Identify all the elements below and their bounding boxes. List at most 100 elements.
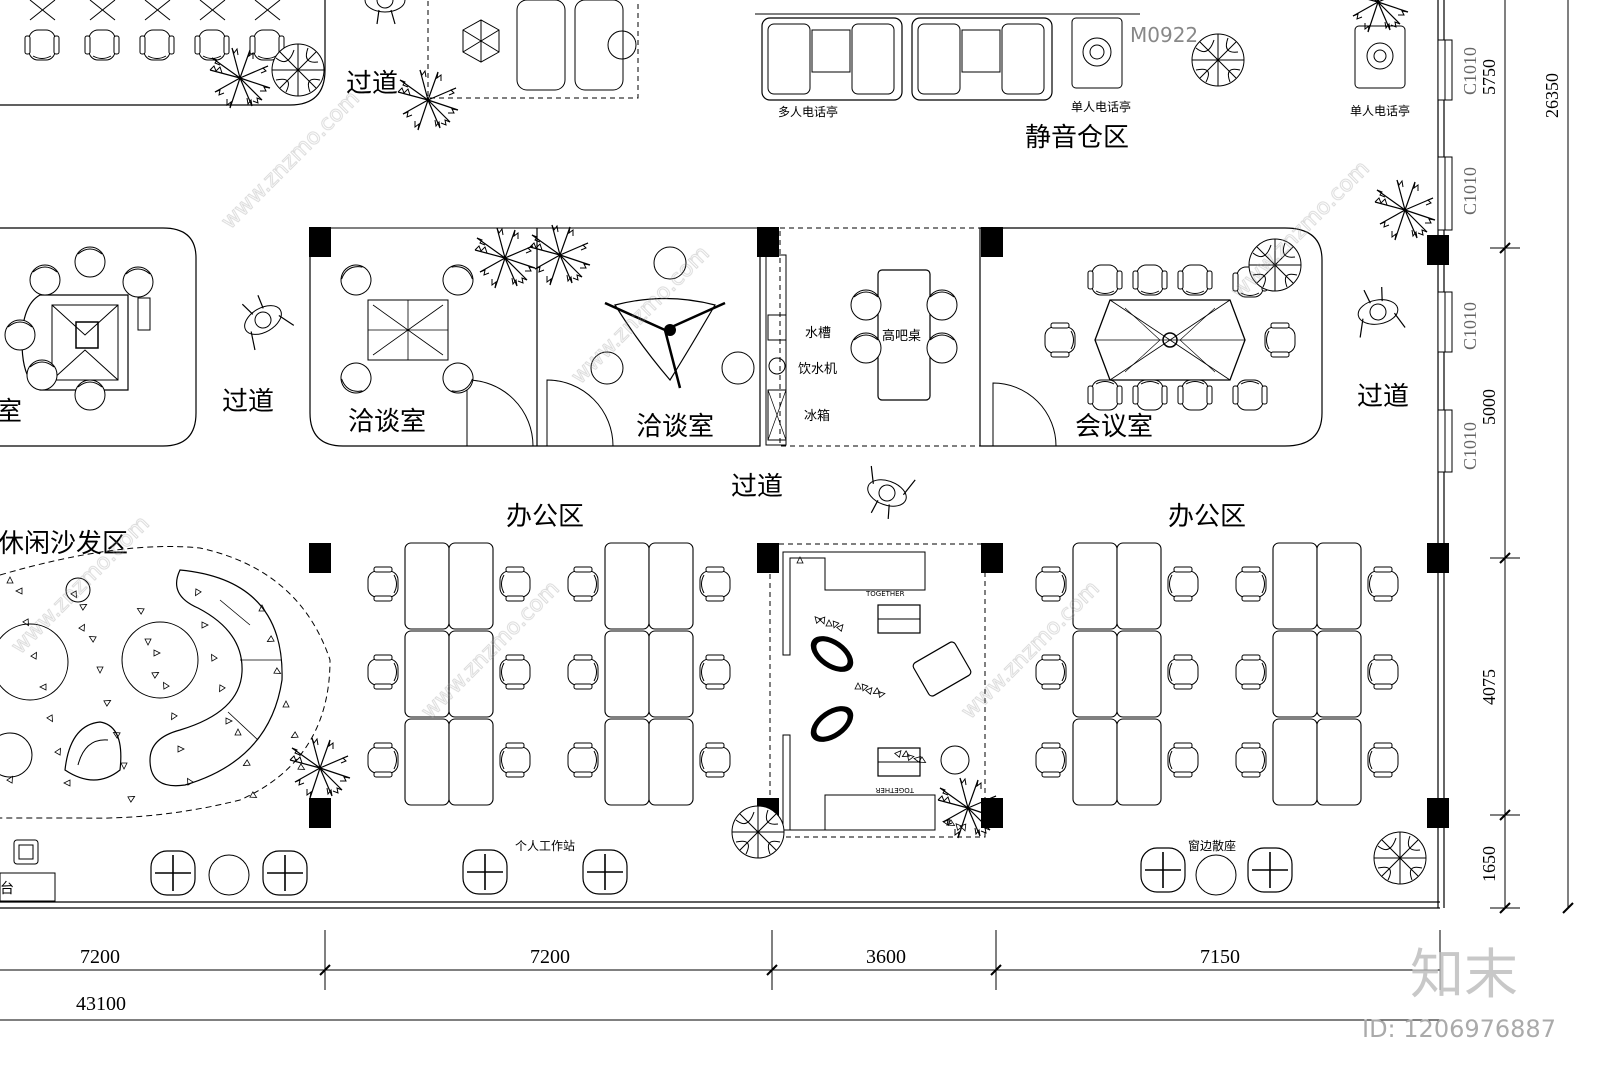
desk [448, 718, 494, 806]
armchair-seam [267, 855, 303, 891]
terrazzo-mark [6, 576, 14, 584]
top-dashed-room [427, 0, 639, 99]
plant-icon [289, 737, 351, 799]
plant-icon [731, 805, 785, 859]
chair [1035, 566, 1067, 602]
corridor-top-label: 过道 [346, 69, 398, 99]
chair [1035, 742, 1067, 778]
terrazzo-mark [39, 683, 47, 691]
dim-bottom-1: 7200 [80, 946, 120, 968]
corridor-center-label: 过道 [731, 472, 783, 502]
terrazzo-mark [282, 700, 290, 708]
desk [448, 630, 494, 718]
terrazzo-mark [46, 714, 56, 724]
desk [1116, 542, 1162, 630]
front-desk-label: 台 [0, 881, 14, 897]
desk [404, 542, 450, 630]
chair [567, 654, 599, 690]
terrazzo-mark [249, 791, 259, 801]
pantry: 水槽 饮水机 冰箱 高吧桌 [765, 227, 981, 447]
plant-icon [1373, 831, 1427, 885]
person-icon [231, 286, 296, 351]
desk [648, 718, 694, 806]
terrazzo-mark [63, 779, 71, 787]
negotiation-room-2-label: 洽谈室 [636, 412, 714, 442]
chair [1167, 566, 1199, 602]
plant-icon [397, 69, 459, 131]
desk [1116, 718, 1162, 806]
terrazzo-mark [201, 621, 209, 629]
terrazzo-mark [854, 682, 862, 690]
desk [604, 630, 650, 718]
dim-right-3: 4075 [1479, 669, 1499, 705]
chair [84, 29, 120, 61]
chair [1367, 654, 1399, 690]
dim-slash [1499, 242, 1511, 254]
terrazzo-mark [6, 774, 16, 784]
office-area-left: 办公区 [367, 502, 731, 806]
column [309, 227, 331, 257]
chair [567, 742, 599, 778]
desk [1316, 542, 1362, 630]
desk-edge [144, 0, 171, 21]
terrazzo-mark [79, 601, 89, 611]
dim-right-total: 26350 [1542, 73, 1562, 118]
dim-slash [319, 964, 331, 976]
desk [604, 542, 650, 630]
chair [24, 29, 60, 61]
single-phone-label-2: 单人电话亭 [1350, 103, 1410, 118]
chair [1235, 742, 1267, 778]
plant-icon [1191, 33, 1245, 87]
chair [1235, 566, 1267, 602]
watermarks: www.znzmo.com www.znzmo.com www.znzmo.co… [6, 86, 1375, 725]
watermark-site-1: www.znzmo.com [217, 86, 365, 234]
office-right-label: 办公区 [1168, 502, 1246, 532]
watermark-site-3: www.znzmo.com [1227, 156, 1375, 304]
plant-icon [529, 224, 591, 286]
dim-right-1: 5750 [1479, 59, 1499, 95]
terrazzo-mark [818, 616, 828, 626]
chair [567, 566, 599, 602]
chair [367, 566, 399, 602]
desk-edge [29, 0, 56, 21]
chair [74, 379, 106, 411]
terrazzo-mark [54, 746, 64, 756]
terrazzo-mark [135, 605, 145, 615]
person-icon [1351, 283, 1407, 339]
chair [139, 29, 175, 61]
terrazzo-mark [127, 793, 137, 803]
side-table [1195, 854, 1237, 896]
office-left-label: 办公区 [506, 502, 584, 532]
terrazzo-mark [30, 650, 40, 660]
terrazzo-mark [120, 762, 128, 770]
corridor-left-label: 过道 [222, 387, 274, 417]
chair [4, 319, 36, 351]
desk [1316, 630, 1362, 718]
left-room: 室 [0, 227, 197, 447]
chair [1035, 654, 1067, 690]
chair [1177, 264, 1213, 296]
terrazzo-mark [96, 666, 104, 674]
plant-icon [271, 43, 325, 97]
chair [699, 654, 731, 690]
exterior-walls [0, 0, 1453, 909]
dim-slash [990, 964, 1002, 976]
watermark-logo: 知末 [1410, 943, 1518, 1006]
chair [29, 264, 61, 296]
quiet-area-label: 静音仓区 [1025, 123, 1129, 153]
dim-bottom-total: 43100 [76, 993, 126, 1015]
chair [499, 654, 531, 690]
armchair-seam [467, 854, 503, 890]
desk [1116, 630, 1162, 718]
terrazzo-mark [15, 587, 23, 595]
window-seat-label: 窗边散座 [1188, 838, 1236, 853]
dim-slash [766, 964, 778, 976]
chair [1167, 654, 1199, 690]
terrazzo-mark [160, 680, 170, 690]
corridor-right-label: 过道 [1357, 382, 1409, 412]
chair [699, 566, 731, 602]
left-room-label: 室 [0, 397, 22, 427]
phone-booths: M0922 多人电话亭 单人电话亭 单人电话亭 静音仓区 [755, 13, 1410, 153]
chair [1235, 654, 1267, 690]
